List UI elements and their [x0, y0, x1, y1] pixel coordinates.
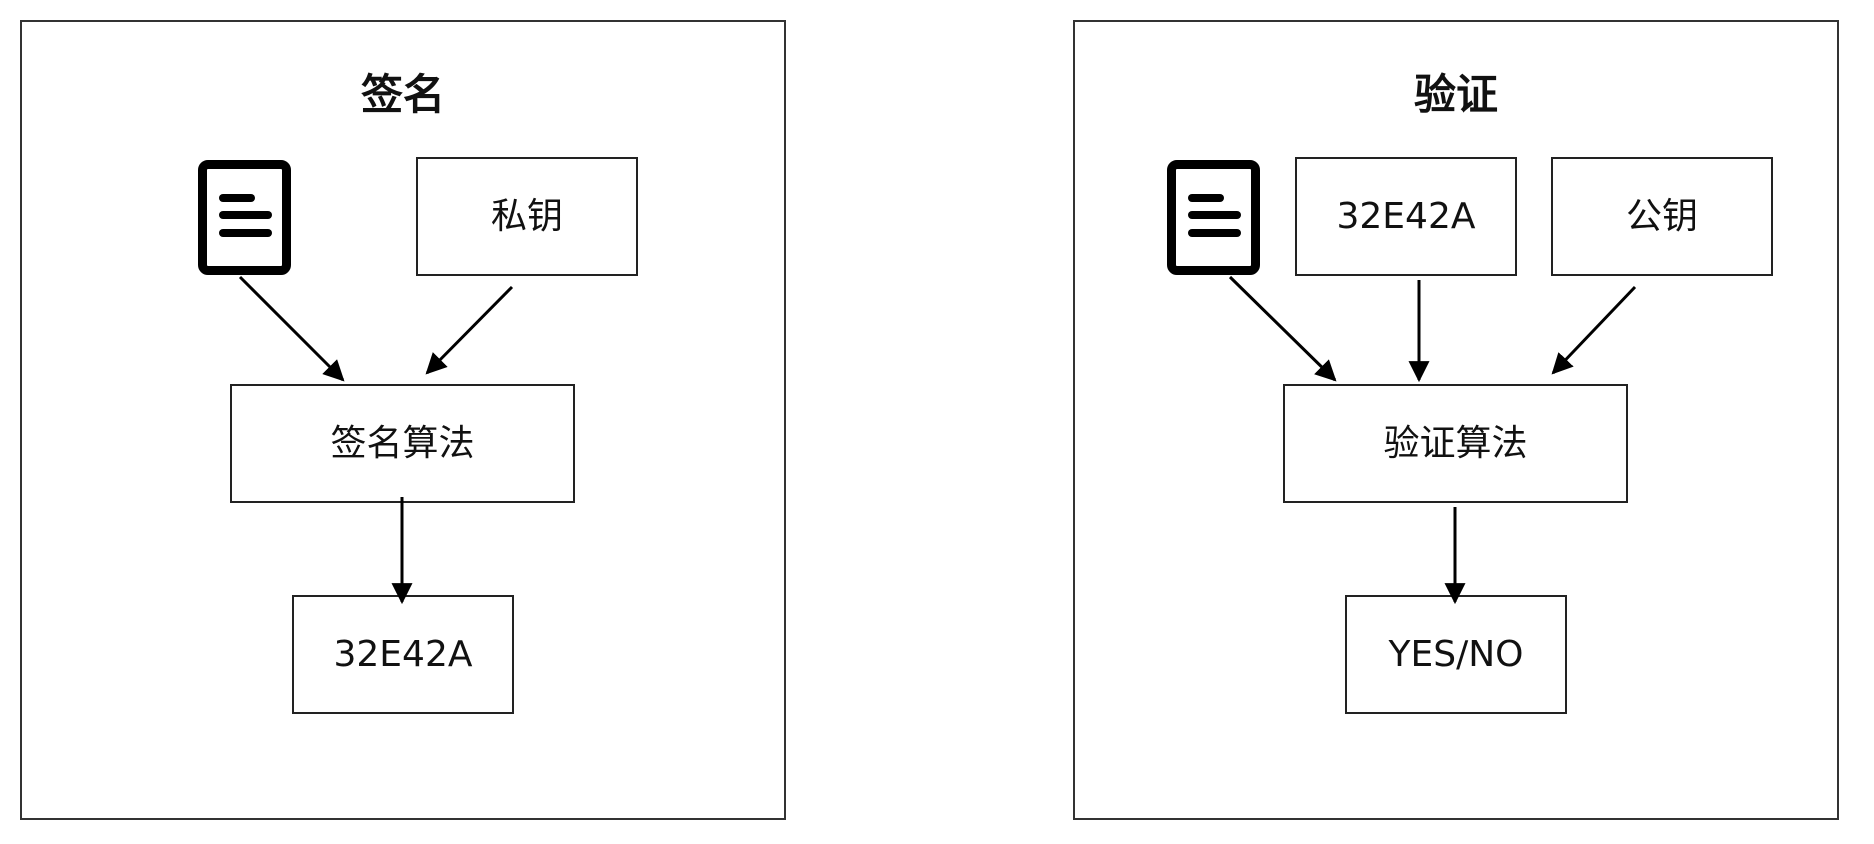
verify-algorithm-label: 验证算法: [1383, 422, 1528, 464]
signature-output-label: 32E42A: [333, 633, 473, 675]
document-icon: [1167, 160, 1260, 275]
arrow-private-key-to-sign-algorithm: [425, 285, 514, 375]
arrow-document-to-verify-algorithm: [1228, 275, 1337, 382]
verify-algorithm-box: 验证算法: [1283, 384, 1628, 503]
arrow-document-to-sign-algorithm: [238, 275, 345, 382]
public-key-label: 公钥: [1625, 195, 1698, 237]
private-key-box: 私钥: [416, 157, 638, 276]
arrow-public-key-to-verify-algorithm: [1551, 285, 1637, 375]
private-key-label: 私钥: [490, 195, 563, 237]
sign-algorithm-label: 签名算法: [330, 422, 475, 464]
sign-algorithm-box: 签名算法: [230, 384, 575, 503]
signature-input-label: 32E42A: [1336, 195, 1476, 237]
verify-panel-title: 验证: [1413, 70, 1498, 119]
signature-input-box: 32E42A: [1295, 157, 1517, 276]
public-key-box: 公钥: [1551, 157, 1773, 276]
document-icon: [198, 160, 291, 275]
sign-panel-title: 签名: [360, 70, 445, 119]
verify-result-label: YES/NO: [1388, 633, 1524, 675]
